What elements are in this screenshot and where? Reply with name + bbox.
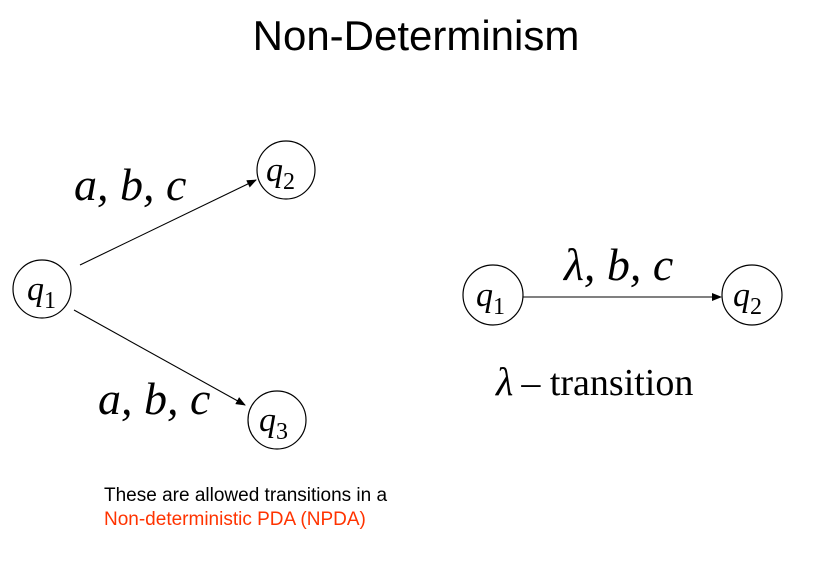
state-subscript: 2	[283, 169, 295, 195]
page-title: Non-Determinism	[252, 12, 580, 59]
state-label: q	[476, 277, 493, 314]
state-q1-right: q1	[462, 264, 524, 326]
caption-line-1: These are allowed transitions in a	[104, 485, 388, 506]
lambda-symbol: λ	[495, 359, 513, 404]
state-label: q	[733, 277, 750, 314]
edge-label-q1-q2: a, b, c	[74, 159, 186, 210]
edge-q1-to-q2	[79, 179, 257, 266]
svg-text:q3: q3	[259, 402, 288, 445]
svg-text:q2: q2	[266, 152, 295, 195]
svg-text:q1: q1	[27, 271, 56, 314]
state-subscript: 3	[276, 419, 288, 445]
svg-text:q2: q2	[733, 277, 762, 320]
svg-text:q1: q1	[476, 277, 505, 320]
state-subscript: 1	[493, 294, 505, 320]
edge-label-q1-q3: a, b, c	[98, 373, 210, 424]
state-subscript: 2	[750, 294, 762, 320]
caption: These are allowed transitions in a Non-d…	[104, 484, 387, 532]
state-label: q	[266, 152, 283, 189]
state-label: q	[27, 271, 44, 308]
transition-word: – transition	[520, 362, 693, 404]
caption-line-2: Non-deterministic PDA (NPDA)	[104, 509, 366, 530]
state-q3-left: q3	[247, 390, 307, 450]
lambda-transition-note: λ– transition	[495, 359, 693, 404]
state-q2-left: q2	[256, 140, 316, 200]
edge-label-lambda: λ, b, c	[562, 239, 673, 290]
state-q1-left: q1	[12, 259, 72, 319]
edge-q1-to-q3	[73, 309, 246, 406]
state-label: q	[259, 402, 276, 439]
state-q2-right: q2	[721, 264, 783, 326]
state-subscript: 1	[44, 288, 56, 314]
